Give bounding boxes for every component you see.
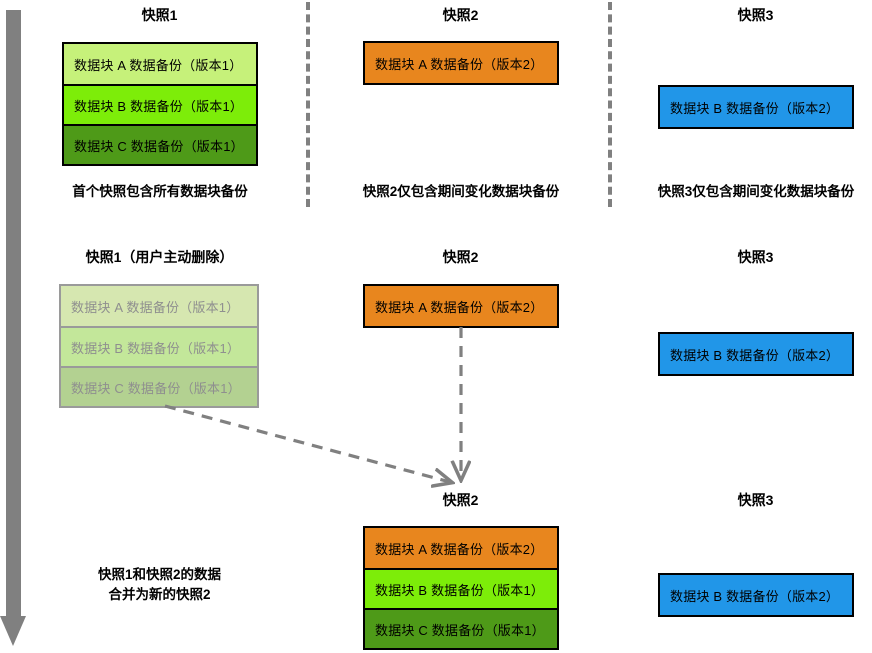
merge-caption: 快照1和快照2的数据 合并为新的快照2 [62, 565, 257, 605]
snapshot3-blocks-row3: 数据块 B 数据备份（版本2） [658, 573, 854, 617]
timeline-arrow-head [0, 616, 26, 646]
snapshot3-title-row2: 快照3 [737, 249, 774, 265]
data-block-b-v1: 数据块 B 数据备份（版本1） [64, 84, 256, 124]
snapshot2-blocks-row2: 数据块 A 数据备份（版本2） [363, 284, 559, 328]
snapshot2-title-row2: 快照2 [442, 249, 479, 265]
data-block-a-v1-faded: 数据块 A 数据备份（版本1） [61, 286, 257, 326]
column-separator-1 [306, 2, 310, 207]
snapshot3-blocks-row2: 数据块 B 数据备份（版本2） [658, 332, 854, 376]
snapshot2-title-row3: 快照2 [442, 492, 479, 508]
data-block-a-v2: 数据块 A 数据备份（版本2） [365, 286, 557, 326]
snapshot3-blocks-row1: 数据块 B 数据备份（版本2） [658, 85, 854, 129]
data-block-c-v1-faded: 数据块 C 数据备份（版本1） [61, 366, 257, 406]
snapshot1-title-row2: 快照1（用户主动删除） [85, 249, 234, 265]
snapshot2-blocks-row3-merged: 数据块 A 数据备份（版本2） 数据块 B 数据备份（版本1） 数据块 C 数据… [363, 526, 559, 650]
arrow-snapshot1-to-merged [164, 404, 450, 482]
data-block-b-v1-faded: 数据块 B 数据备份（版本1） [61, 326, 257, 366]
merge-caption-line1: 快照1和快照2的数据 [97, 567, 222, 582]
data-block-c-v1: 数据块 C 数据备份（版本1） [365, 608, 557, 648]
data-block-c-v1: 数据块 C 数据备份（版本1） [64, 124, 256, 164]
snapshot1-caption: 首个快照包含所有数据块备份 [72, 184, 248, 199]
data-block-b-v2: 数据块 B 数据备份（版本2） [660, 87, 852, 127]
merge-caption-line2: 合并为新的快照2 [108, 587, 211, 602]
snapshot3-title-row1: 快照3 [737, 7, 774, 23]
data-block-b-v2: 数据块 B 数据备份（版本2） [660, 334, 852, 374]
data-block-b-v2: 数据块 B 数据备份（版本2） [660, 575, 852, 615]
data-block-a-v2: 数据块 A 数据备份（版本2） [365, 43, 557, 83]
snapshot3-caption: 快照3仅包含期间变化数据块备份 [657, 184, 855, 199]
snapshot3-title-row3: 快照3 [737, 492, 774, 508]
data-block-b-v1: 数据块 B 数据备份（版本1） [365, 568, 557, 608]
snapshot1-title-row1: 快照1 [141, 7, 178, 23]
timeline-arrow-shaft [6, 10, 21, 618]
snapshot2-caption: 快照2仅包含期间变化数据块备份 [362, 184, 560, 199]
snapshot2-title-row1: 快照2 [442, 7, 479, 23]
data-block-a-v2: 数据块 A 数据备份（版本2） [365, 528, 557, 568]
snapshot1-blocks-row1: 数据块 A 数据备份（版本1） 数据块 B 数据备份（版本1） 数据块 C 数据… [62, 42, 258, 166]
snapshot1-blocks-row2-deleted: 数据块 A 数据备份（版本1） 数据块 B 数据备份（版本1） 数据块 C 数据… [59, 284, 259, 408]
column-separator-2 [608, 2, 612, 207]
snapshot2-blocks-row1: 数据块 A 数据备份（版本2） [363, 41, 559, 85]
data-block-a-v1: 数据块 A 数据备份（版本1） [64, 44, 256, 84]
